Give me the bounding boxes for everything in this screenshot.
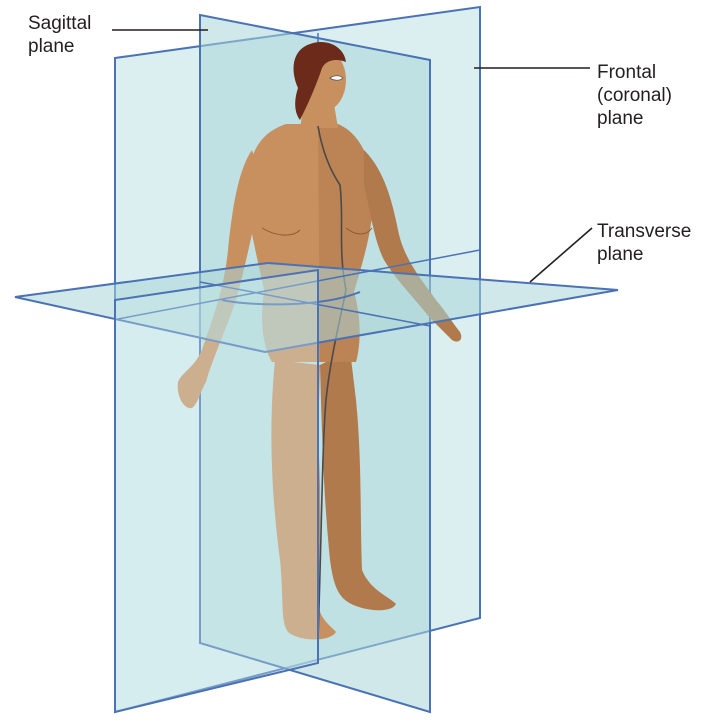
frontal-plane-front bbox=[115, 270, 318, 712]
transverse-leader-line bbox=[530, 228, 592, 282]
eye bbox=[330, 76, 343, 81]
transverse-plane-label: Transverse plane bbox=[597, 220, 691, 266]
frontal-plane-label: Frontal (coronal) plane bbox=[597, 61, 672, 130]
sagittal-plane-label: Sagittal plane bbox=[28, 12, 91, 58]
